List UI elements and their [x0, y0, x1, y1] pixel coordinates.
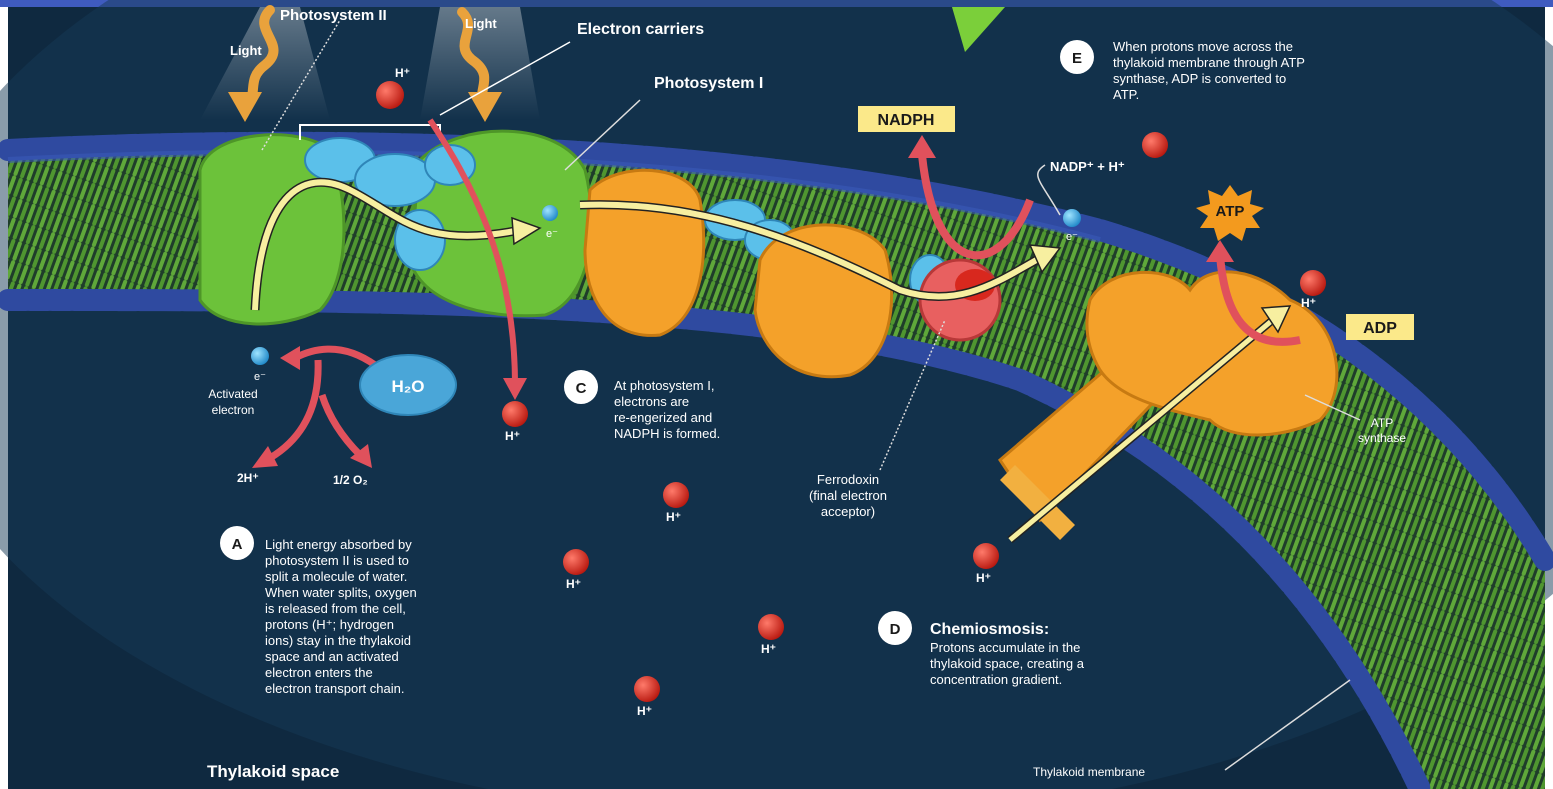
- atp-synthase-label: synthase: [1358, 431, 1406, 445]
- proton-label: H⁺: [666, 510, 681, 524]
- svg-text:thylakoid membrane through ATP: thylakoid membrane through ATP: [1113, 55, 1305, 70]
- proton-label: H⁺: [976, 571, 991, 585]
- svg-text:space and an activated: space and an activated: [265, 649, 399, 664]
- svg-text:synthase, ADP is converted to: synthase, ADP is converted to: [1113, 71, 1286, 86]
- orange-complex-2: [755, 225, 892, 377]
- proton-label: H⁺: [637, 704, 652, 718]
- electron: [542, 205, 558, 221]
- svg-text:When protons move across the: When protons move across the: [1113, 39, 1293, 54]
- svg-text:split a molecule of water.: split a molecule of water.: [265, 569, 407, 584]
- proton: [502, 401, 528, 427]
- atp-synthase-label: ATP: [1371, 416, 1393, 430]
- activated-electron-label: Activated: [208, 387, 257, 401]
- cytochrome-complex: [585, 170, 704, 335]
- step-d-letter: D: [890, 621, 901, 638]
- electron-label: e⁻: [1066, 231, 1078, 243]
- proton: [663, 482, 689, 508]
- step-e-letter: E: [1072, 50, 1082, 67]
- svg-text:photosystem II is used to: photosystem II is used to: [265, 553, 409, 568]
- proton: [563, 549, 589, 575]
- electron-label: e⁻: [254, 371, 266, 383]
- atp-label: ATP: [1216, 203, 1245, 220]
- proton: [973, 543, 999, 569]
- half-o2-label: 1/2 O₂: [333, 473, 368, 487]
- svg-text:re-engerized and: re-engerized and: [614, 410, 712, 425]
- thylakoid-space-label: Thylakoid space: [207, 762, 339, 781]
- adp-label: ADP: [1363, 320, 1397, 337]
- electron: [1063, 209, 1081, 227]
- proton: [758, 614, 784, 640]
- nadph-label: NADPH: [878, 112, 935, 129]
- photosystem-i-label: Photosystem I: [654, 75, 763, 92]
- thylakoid-membrane-label: Thylakoid membrane: [1033, 765, 1145, 779]
- svg-text:electron transport chain.: electron transport chain.: [265, 681, 404, 696]
- electron-carriers-label: Electron carriers: [577, 21, 704, 38]
- two-h-label: 2H⁺: [237, 471, 259, 485]
- svg-text:Protons accumulate in the: Protons accumulate in the: [930, 640, 1080, 655]
- ferrodoxin-label: acceptor): [821, 504, 875, 519]
- electron-label: e⁻: [546, 228, 558, 240]
- step-c-text: At photosystem I, electrons are re-enger…: [614, 378, 720, 441]
- svg-text:electrons are: electrons are: [614, 394, 689, 409]
- ferrodoxin-label: Ferrodoxin: [817, 472, 879, 487]
- proton-label: H⁺: [566, 577, 581, 591]
- light-label: Light: [465, 16, 497, 31]
- proton-label: H⁺: [505, 429, 520, 443]
- svg-text:Light energy absorbed by: Light energy absorbed by: [265, 537, 412, 552]
- nadp-label: NADP⁺ + H⁺: [1050, 159, 1125, 174]
- step-d-text: Protons accumulate in the thylakoid spac…: [930, 640, 1085, 687]
- proton: [1142, 132, 1168, 158]
- step-d-title: Chemiosmosis:: [930, 621, 1049, 638]
- proton: [634, 676, 660, 702]
- proton: [376, 81, 404, 109]
- svg-text:At photosystem I,: At photosystem I,: [614, 378, 714, 393]
- svg-text:ATP.: ATP.: [1113, 87, 1139, 102]
- proton-label: H⁺: [1301, 296, 1316, 310]
- svg-text:is released from the cell,: is released from the cell,: [265, 601, 406, 616]
- svg-text:electron enters the: electron enters the: [265, 665, 373, 680]
- proton: [1300, 270, 1326, 296]
- svg-text:concentration gradient.: concentration gradient.: [930, 672, 1062, 687]
- svg-text:When water splits, oxygen: When water splits, oxygen: [265, 585, 417, 600]
- photosystem-ii-label: Photosystem II: [280, 7, 387, 24]
- svg-text:NADPH is formed.: NADPH is formed.: [614, 426, 720, 441]
- electron: [251, 347, 269, 365]
- svg-text:protons (H⁺; hydrogen: protons (H⁺; hydrogen: [265, 617, 394, 632]
- activated-electron-label: electron: [212, 403, 255, 417]
- svg-text:thylakoid space, creating a: thylakoid space, creating a: [930, 656, 1085, 671]
- water-label: H₂O: [391, 377, 424, 396]
- ferrodoxin-label: (final electron: [809, 488, 887, 503]
- proton-label: H⁺: [761, 642, 776, 656]
- step-c-letter: C: [576, 380, 587, 397]
- proton-label: H⁺: [395, 66, 410, 80]
- svg-text:ions) stay in the thylakoid: ions) stay in the thylakoid: [265, 633, 411, 648]
- light-label: Light: [230, 43, 262, 58]
- step-a-letter: A: [232, 536, 243, 553]
